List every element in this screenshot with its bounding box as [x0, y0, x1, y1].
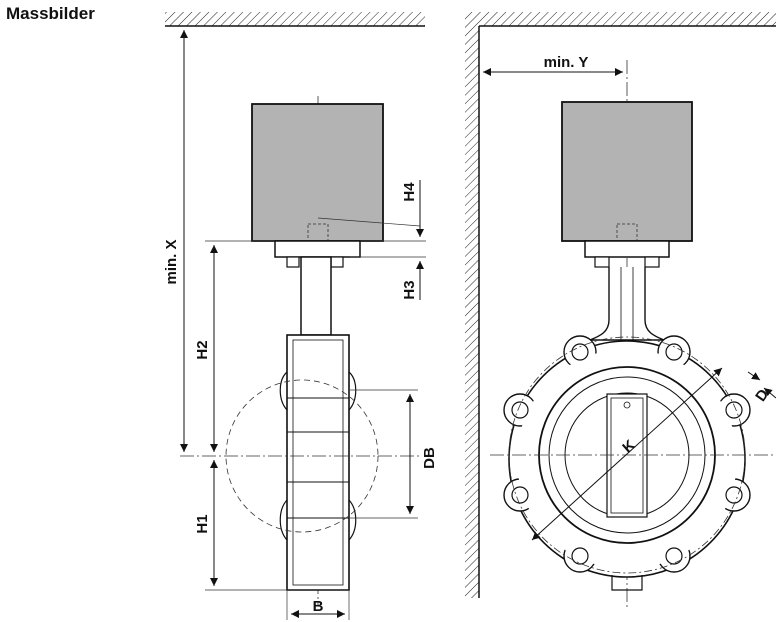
actuator-box-side [251, 103, 384, 242]
label-min-y: min. Y [544, 54, 589, 71]
dim-d-bottom [763, 387, 776, 399]
ceiling-hatch-right [465, 12, 776, 26]
valve-body-side [286, 334, 350, 591]
label-db: DB [421, 447, 438, 469]
page-title: Massbilder [6, 4, 95, 23]
dim-d-top [747, 371, 761, 381]
ear-right-top [348, 371, 357, 411]
neck-side [300, 256, 332, 336]
bolt-right-side [330, 256, 344, 268]
lug-body [503, 335, 751, 591]
label-h3: H3 [401, 280, 418, 299]
neck-front [589, 267, 665, 341]
side-view: min. X H2 H1 DB H4 H3 B [163, 12, 438, 620]
front-view: min. Y [465, 12, 776, 610]
bolt-left-front [594, 256, 610, 268]
dim-k [531, 367, 723, 541]
label-min-x: min. X [163, 239, 180, 284]
bolt-right-front [644, 256, 660, 268]
label-h2: H2 [194, 340, 211, 359]
ear-left-top [279, 371, 288, 411]
bolt-left-side [286, 256, 300, 268]
label-h1: H1 [194, 514, 211, 533]
label-d: D [752, 386, 772, 405]
valve-body-inner-side [292, 339, 344, 586]
bracket-plate-side [274, 240, 361, 258]
ear-left-bottom [279, 499, 288, 541]
wall-hatch [465, 26, 479, 598]
label-h4: H4 [401, 182, 418, 202]
label-b: B [313, 598, 324, 615]
h4-leader [317, 217, 421, 227]
bracket-plate-front [584, 240, 670, 258]
ceiling-hatch [165, 12, 425, 26]
actuator-box-front [561, 101, 693, 242]
ear-right-bottom [348, 499, 357, 541]
